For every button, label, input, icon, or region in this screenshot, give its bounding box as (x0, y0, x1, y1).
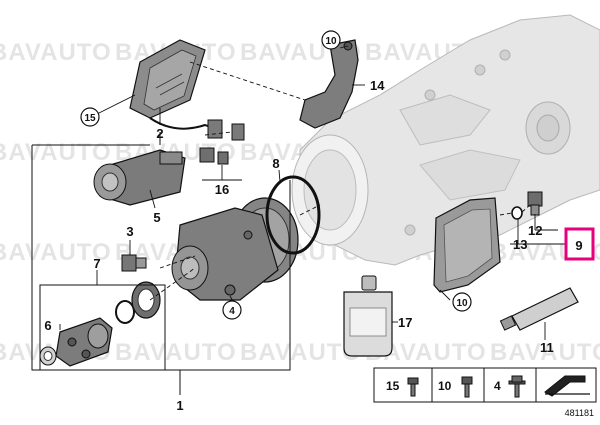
screw-icon (407, 377, 419, 397)
shaft-seals (115, 281, 161, 324)
callout-15: 15 (80, 107, 100, 127)
assembly-brackets (31, 132, 291, 395)
sealing-washer (511, 206, 523, 220)
svg-text:BAVAUTO: BAVAUTO (0, 39, 112, 66)
label-8: 8 (272, 156, 279, 171)
svg-text:10: 10 (325, 36, 337, 47)
o-ring (265, 175, 321, 255)
label-1: 1 (176, 398, 183, 413)
label-13: 13 (513, 237, 527, 252)
svg-text:BAVAUTO: BAVAUTO (240, 339, 362, 366)
svg-text:BAVAUTO: BAVAUTO (115, 339, 237, 366)
svg-text:BAVAUTO: BAVAUTO (0, 239, 112, 266)
svg-text:10: 10 (456, 298, 468, 309)
label-12: 12 (528, 223, 542, 238)
legend-item-15: 15 (386, 379, 400, 393)
diagram-number: 481181 (565, 408, 594, 418)
legend-item-10: 10 (438, 379, 452, 393)
leader-lines (59, 45, 566, 340)
flange-bolt-icon (508, 375, 526, 398)
drain-plug (527, 191, 543, 216)
fastener-legend: 15 10 4 (373, 367, 597, 403)
callout-10-top: 10 (321, 30, 341, 50)
svg-text:BAVAUTO: BAVAUTO (490, 339, 600, 366)
svg-text:4: 4 (229, 306, 235, 317)
connector-clips (199, 147, 229, 165)
label-2: 2 (156, 126, 163, 141)
transfer-case-housing (291, 14, 600, 266)
alignment-lines (149, 61, 531, 301)
highlight-part-9: 9 (564, 227, 595, 261)
sensor-plug (121, 254, 147, 272)
bolt-icon (461, 376, 473, 398)
label-14: 14 (370, 78, 385, 93)
label-5: 5 (153, 210, 160, 225)
hand-arrow-icon (544, 375, 590, 397)
label-7: 7 (93, 256, 100, 271)
actuator-motor (93, 149, 186, 206)
svg-text:15: 15 (84, 113, 96, 124)
legend-item-4: 4 (494, 379, 501, 393)
sealant-tube (499, 287, 579, 331)
callout-4: 4 (222, 300, 242, 320)
svg-text:BAVAUTO: BAVAUTO (0, 139, 112, 166)
callout-10-bottom: 10 (452, 292, 472, 312)
clutch-actuator (171, 197, 299, 301)
svg-text:9: 9 (575, 238, 582, 253)
label-16: 16 (215, 182, 229, 197)
oil-pan-cover (433, 197, 501, 293)
label-11: 11 (540, 340, 554, 355)
label-3: 3 (126, 224, 133, 239)
output-flange (39, 317, 113, 367)
oil-bottle (343, 275, 393, 357)
label-6: 6 (44, 318, 51, 333)
label-17: 17 (398, 315, 412, 330)
control-unit (129, 39, 245, 141)
